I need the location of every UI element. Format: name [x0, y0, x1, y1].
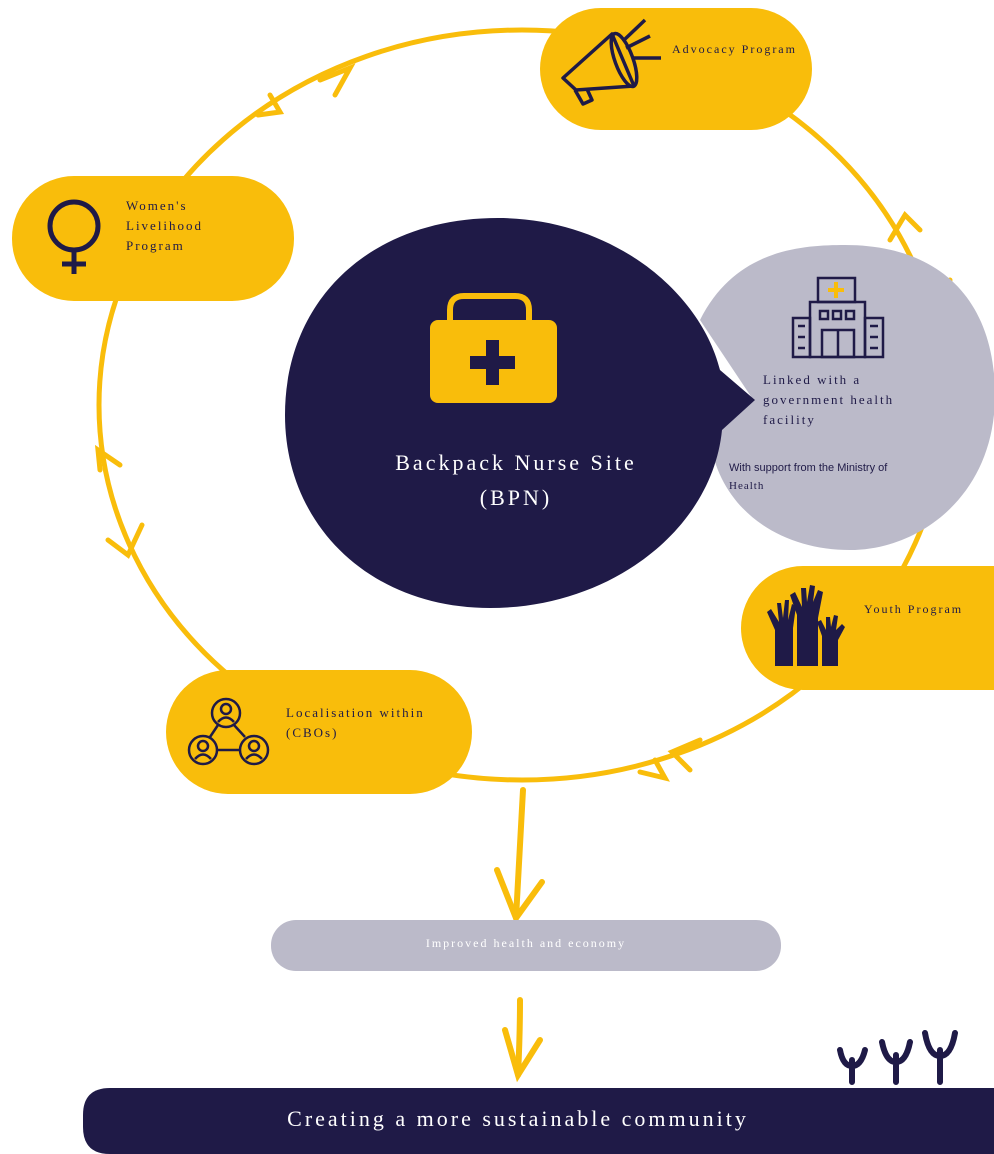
womens-label-line2: Livelihood: [126, 218, 204, 234]
womens-label-line1: Women's: [126, 198, 188, 213]
womens-pill: [12, 176, 294, 301]
goal-bar: [83, 1088, 994, 1154]
center-bubble: [285, 218, 755, 608]
goal-label: Creating a more sustainable community: [287, 1106, 749, 1131]
center-title-line1: Backpack Nurse Site: [395, 450, 637, 475]
health-facility-line3: facility: [763, 412, 816, 428]
cycle-arrow-left: [94, 444, 145, 559]
health-facility-line2: government health: [763, 392, 895, 408]
localisation-label-line1: Localisation within: [286, 705, 425, 720]
health-facility-line1: Linked with a: [763, 372, 862, 387]
health-facility-label: Linked with a government health facility: [763, 370, 963, 430]
center-title-line2: (BPN): [479, 485, 553, 511]
localisation-pill: [166, 670, 472, 794]
advocacy-pill: [540, 8, 812, 130]
network-people-icon: [187, 697, 270, 766]
health-facility-bubble: [700, 245, 994, 550]
localisation-label: Localisation within (CBOs): [286, 703, 466, 743]
cycle-arrow-bottom: [637, 737, 703, 782]
ministry-support-line2: Health: [729, 479, 765, 492]
ministry-support-note: With support from the Ministry of Health: [729, 460, 959, 495]
raised-hands-icon: [767, 585, 845, 666]
localisation-label-line2: (CBOs): [286, 725, 339, 741]
female-symbol-icon: [47, 199, 101, 274]
womens-label: Women's Livelihood Program: [126, 196, 286, 256]
first-aid-kit-icon: [430, 293, 557, 403]
advocacy-label: Advocacy Program: [672, 42, 797, 56]
cycle-arrow-top: [255, 63, 356, 118]
outcome-bar: [271, 920, 781, 971]
sprouts-icon: [837, 1030, 958, 1085]
womens-label-line3: Program: [126, 238, 185, 254]
hospital-building-icon: [791, 276, 885, 359]
outcome-label: Improved health and economy: [425, 936, 627, 950]
arrow-to-goal: [502, 997, 543, 1083]
ministry-support-line1: With support from the Ministry of: [729, 462, 888, 474]
center-title: Backpack Nurse Site (BPN): [335, 445, 697, 515]
arrow-to-outcome: [494, 787, 545, 925]
youth-label: Youth Program: [864, 602, 964, 616]
megaphone-icon: [561, 18, 661, 106]
